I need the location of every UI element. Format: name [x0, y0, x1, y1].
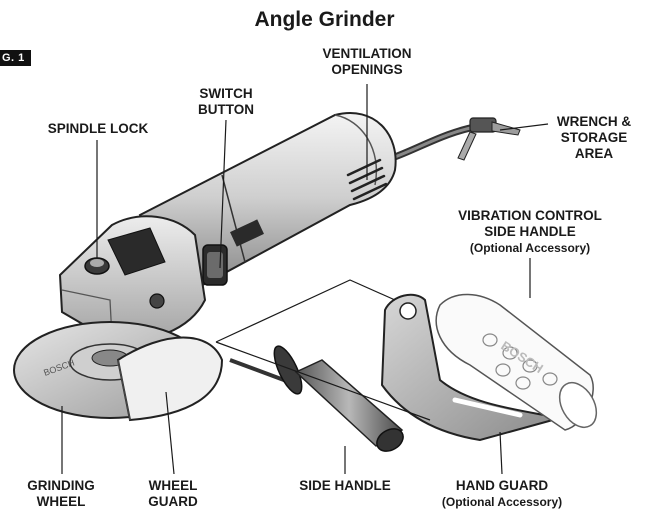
- label-side-handle: SIDE HANDLE: [290, 478, 400, 494]
- label-switch-button: SWITCH BUTTON: [195, 86, 257, 118]
- side-handle-port: [150, 294, 164, 308]
- label-wheel-guard: WHEEL GUARD: [140, 478, 206, 510]
- side-handle: [230, 343, 407, 456]
- spindle-lock: [85, 258, 109, 274]
- label-vibration-control: VIBRATION CONTROL SIDE HANDLE (Optional …: [455, 208, 605, 256]
- accessory-bracket-top: [216, 280, 395, 342]
- leader-hand-guard: [500, 432, 502, 474]
- label-hand-guard: HAND GUARD (Optional Accessory): [432, 478, 572, 510]
- label-wrench-storage: WRENCH & STORAGE AREA: [553, 114, 635, 162]
- label-grinding-wheel: GRINDING WHEEL: [20, 478, 102, 510]
- label-ventilation-openings: VENTILATION OPENINGS: [322, 46, 412, 78]
- wrench-storage-clip: [458, 118, 520, 160]
- switch-button: [203, 245, 227, 285]
- label-spindle-lock: SPINDLE LOCK: [44, 121, 152, 137]
